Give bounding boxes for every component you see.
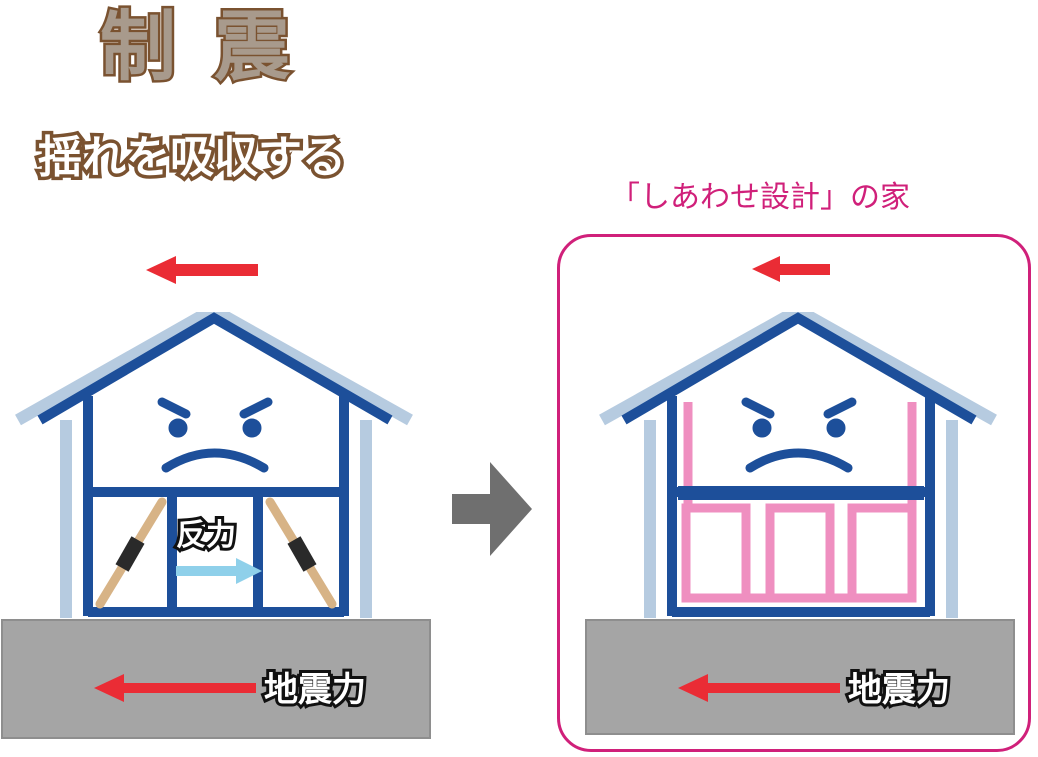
left-frame: [37, 312, 393, 617]
quake-label-left: 地震力: [261, 667, 369, 713]
page-subtitle: 揺れを吸収する: [35, 129, 350, 187]
page-title: 制震: [98, 0, 328, 94]
right-house: [585, 256, 1015, 735]
angry-face-icon: [741, 397, 857, 473]
arrow-right-icon: [452, 462, 532, 556]
arrow-left-icon: [146, 256, 258, 284]
angry-face-icon: [157, 397, 273, 473]
reaction-arrow-icon: [176, 558, 262, 584]
left-braces: [95, 497, 337, 609]
highlight-panel: [557, 234, 1031, 752]
quake-arrow-left-icon: [94, 674, 256, 702]
left-foundation: [1, 619, 431, 739]
right-beam: [678, 486, 924, 500]
quake-arrow-left-icon: [678, 674, 840, 702]
right-foundation: [585, 619, 1015, 735]
arrow-left-icon: [752, 256, 830, 282]
quake-label-right: 地震力: [845, 667, 953, 713]
house-label: 「しあわせ設計」の家: [610, 180, 910, 215]
right-damper: [287, 536, 317, 572]
reaction-label: 反力: [173, 515, 239, 556]
left-house: [1, 256, 431, 739]
left-damper: [115, 536, 145, 572]
